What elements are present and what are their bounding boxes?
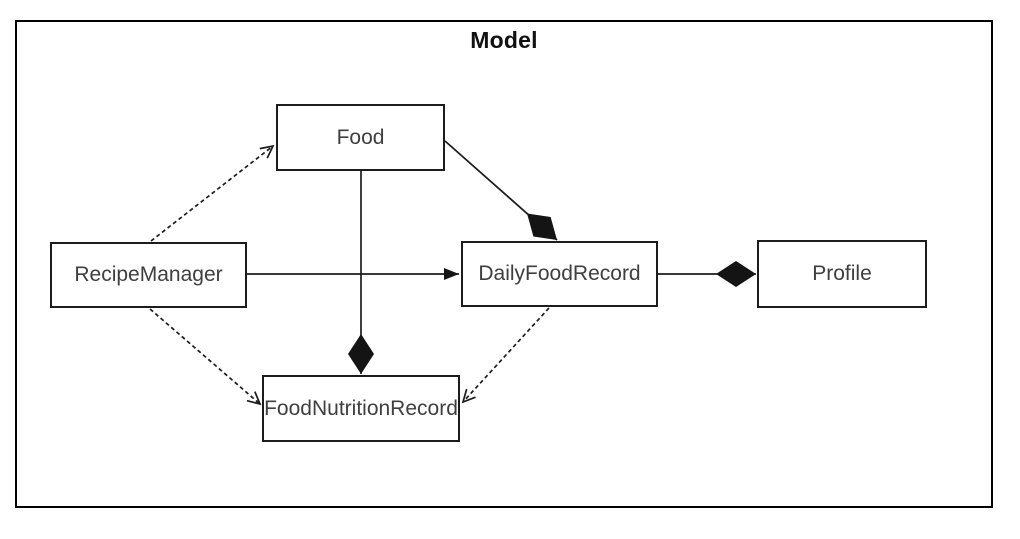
class-box-food-nutrition-record: FoodNutritionRecord [262,375,460,442]
class-label-recipe-manager: RecipeManager [74,263,223,286]
class-label-food: Food [336,125,385,149]
class-box-daily-food-record: DailyFoodRecord [461,241,658,307]
class-label-profile: Profile [812,262,872,285]
diagram-title: Model [470,27,538,53]
class-box-profile: Profile [757,240,927,308]
edge-dailyfoodrecord-to-foodnutritionrecord [461,307,550,404]
class-box-recipe-manager: RecipeManager [50,242,247,308]
class-label-food-nutrition-record: FoodNutritionRecord [264,396,458,420]
edge-food-to-dailyfoodrecord [444,140,558,241]
class-box-food: Food [276,104,445,171]
class-label-daily-food-record: DailyFoodRecord [478,262,641,285]
edge-recipemanager-to-food [150,144,275,242]
edge-recipemanager-to-foodnutritionrecord [149,308,262,406]
